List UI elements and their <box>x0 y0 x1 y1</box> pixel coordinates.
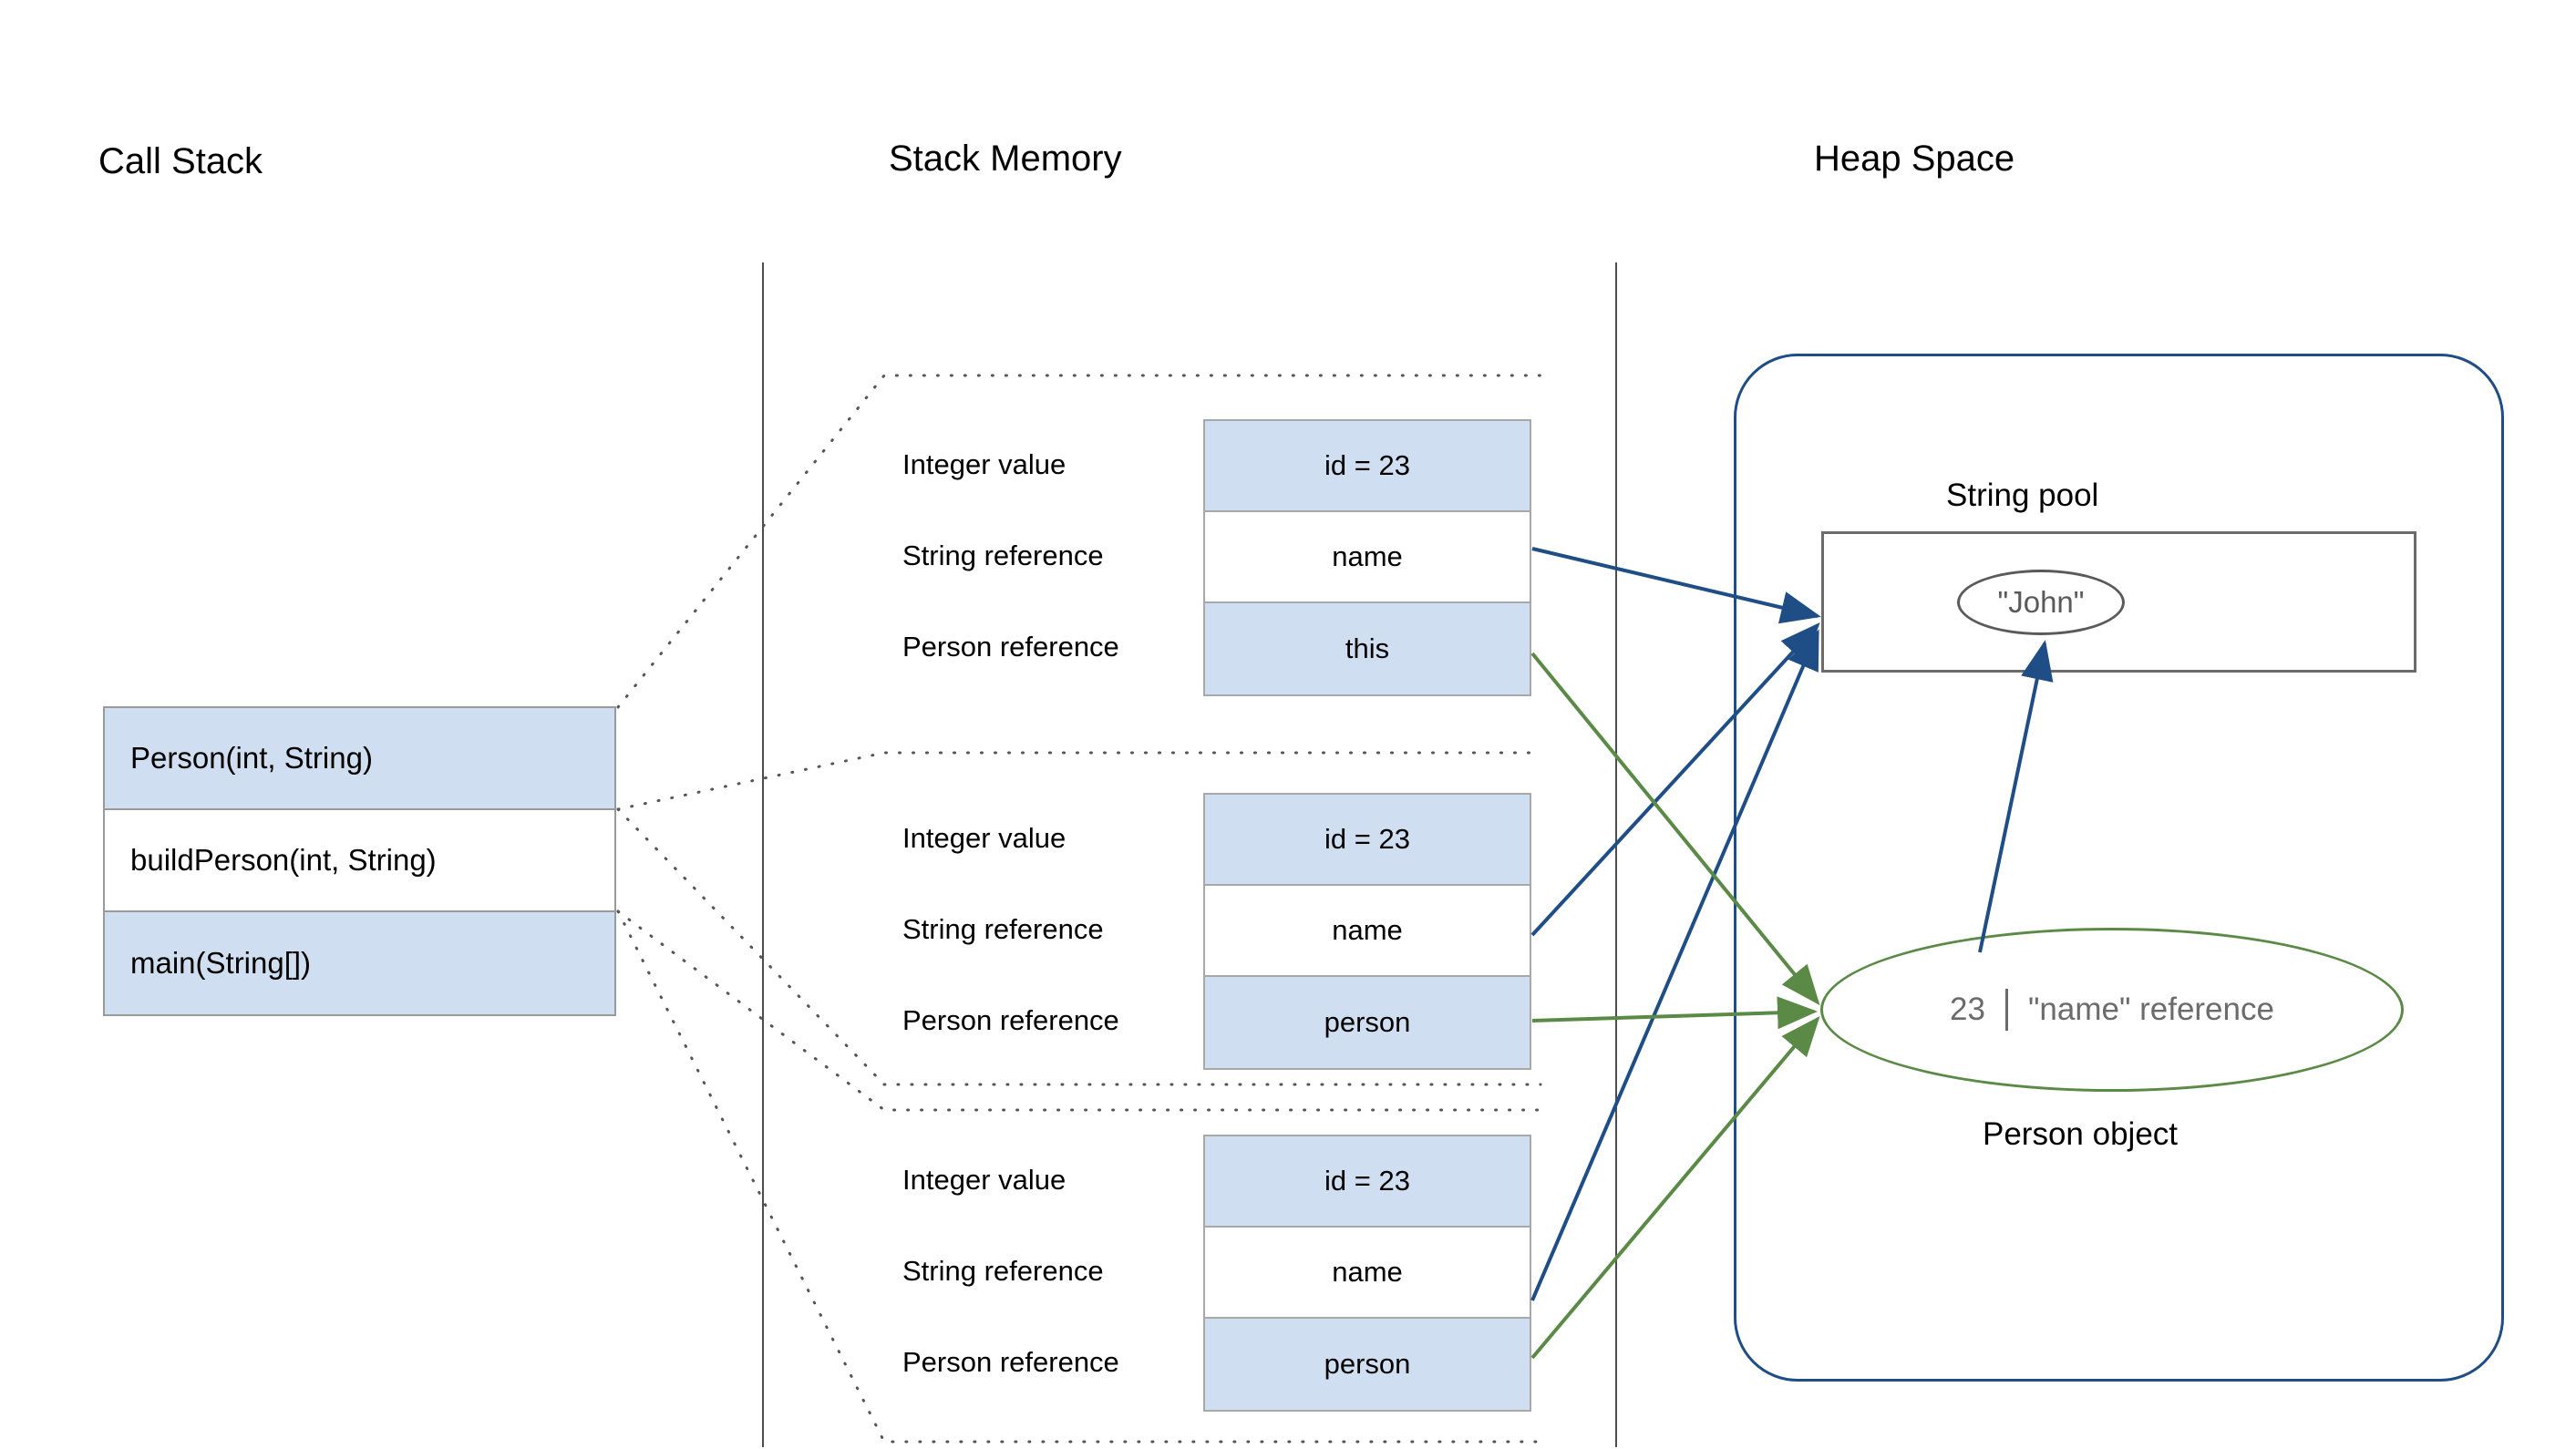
call-stack-label: Person(int, String) <box>130 741 373 775</box>
label-person-reference: Person reference <box>902 1004 1119 1036</box>
heap-space-container <box>1734 354 2504 1382</box>
label-string-reference: String reference <box>902 913 1104 945</box>
label-person-reference: Person reference <box>902 1346 1119 1378</box>
call-stack-title: Call Stack <box>98 141 263 181</box>
person-object-caption: Person object <box>1983 1116 2179 1152</box>
field-separator <box>2004 989 2008 1031</box>
call-stack-label: main(String[]) <box>130 946 312 980</box>
divider-stack-memory-heap <box>1615 262 1617 1447</box>
stack-frame-cells: id = 23 name person <box>1203 1135 1531 1412</box>
string-pool-label: String pool <box>1946 478 2099 513</box>
cell-name[interactable]: name <box>1205 512 1530 603</box>
person-id-value: 23 <box>1950 992 1985 1027</box>
stack-frame-cells: id = 23 name this <box>1203 419 1531 696</box>
stack-frame-labels: Integer value String reference Person re… <box>902 793 1203 1066</box>
string-literal-john[interactable]: "John" <box>1957 570 2125 635</box>
call-stack-table: Person(int, String) buildPerson(int, Str… <box>103 706 616 1016</box>
cell-person[interactable]: this <box>1205 603 1530 694</box>
cell-person[interactable]: person <box>1205 1319 1530 1410</box>
string-pool-box <box>1821 531 2416 673</box>
label-person-reference: Person reference <box>902 631 1119 663</box>
stack-frame-labels: Integer value String reference Person re… <box>902 419 1203 693</box>
label-integer-value: Integer value <box>902 1164 1066 1196</box>
call-stack-row-main[interactable]: main(String[]) <box>105 912 614 1014</box>
cell-id[interactable]: id = 23 <box>1205 1136 1530 1228</box>
label-string-reference: String reference <box>902 540 1104 571</box>
label-integer-value: Integer value <box>902 448 1066 480</box>
stack-frame-cells: id = 23 name person <box>1203 793 1531 1070</box>
call-stack-row-buildperson[interactable]: buildPerson(int, String) <box>105 810 614 912</box>
person-object-ellipse[interactable]: 23 "name" reference <box>1820 928 2404 1092</box>
label-integer-value: Integer value <box>902 822 1066 854</box>
cell-id[interactable]: id = 23 <box>1205 795 1530 886</box>
cell-person[interactable]: person <box>1205 977 1530 1068</box>
heap-space-title: Heap Space <box>1814 139 2015 179</box>
cell-name[interactable]: name <box>1205 886 1530 977</box>
call-stack-row-person[interactable]: Person(int, String) <box>105 708 614 810</box>
stack-frame-labels: Integer value String reference Person re… <box>902 1135 1203 1408</box>
person-name-reference: "name" reference <box>2027 992 2274 1027</box>
stack-memory-title: Stack Memory <box>889 139 1122 179</box>
cell-name[interactable]: name <box>1205 1228 1530 1319</box>
cell-id[interactable]: id = 23 <box>1205 421 1530 512</box>
call-stack-label: buildPerson(int, String) <box>130 843 437 877</box>
divider-call-stack-stack-memory <box>762 262 764 1447</box>
label-string-reference: String reference <box>902 1255 1104 1287</box>
